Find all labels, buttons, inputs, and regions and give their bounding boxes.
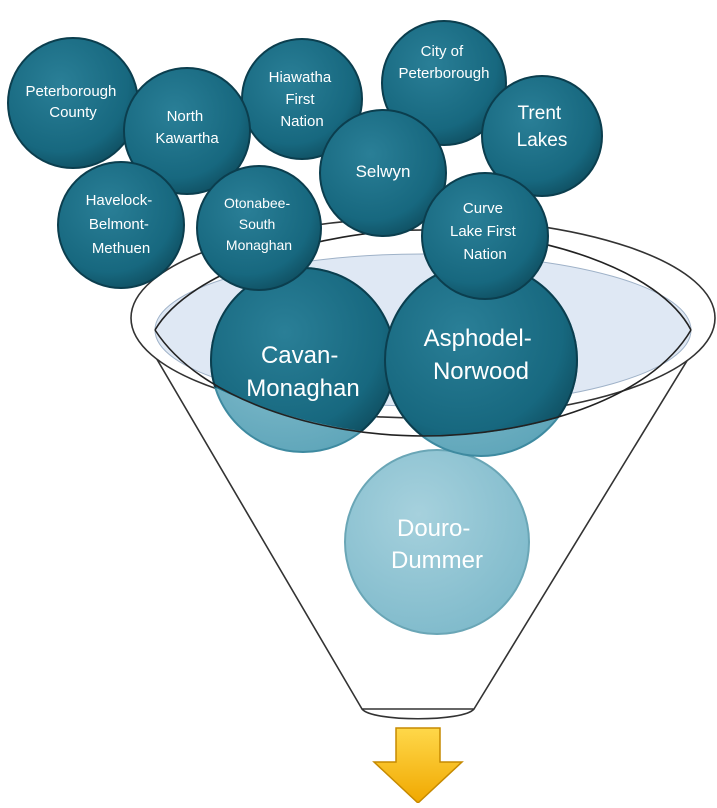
hiawatha-first-nation-circle: Hiawatha First Nation bbox=[241, 38, 363, 160]
svg-text:Selwyn: Selwyn bbox=[356, 162, 411, 181]
svg-text:Havelock- Belmont-: Havelock- Belmont- Methuen bbox=[86, 192, 157, 257]
svg-text:City of Peterborough: City of Peterborough bbox=[399, 43, 490, 82]
funnel-spout bbox=[361, 708, 475, 720]
svg-text:Trent Lakes: Trent Lakes bbox=[517, 103, 568, 151]
douro-dummer-line-2: Dummer bbox=[391, 547, 483, 574]
svg-text:Peterborough County: Peterborough County bbox=[25, 83, 120, 121]
down-arrow-icon bbox=[372, 727, 464, 805]
curve-lake-first-nation-circle: Curve Lake First Nation bbox=[421, 172, 549, 300]
cavan-monaghan-label: Cavan- Monaghan bbox=[246, 342, 359, 402]
douro-dummer-circle: Douro- Dummer bbox=[344, 449, 530, 635]
otonabee-south-monaghan-circle: Otonabee- South Monaghan bbox=[196, 165, 322, 291]
douro-dummer-line-1: Douro- bbox=[397, 515, 470, 542]
funnel-rim-front bbox=[154, 329, 692, 437]
havelock-belmont-methuen-circle: Havelock- Belmont- Methuen bbox=[57, 161, 185, 289]
city-of-peterborough-circle: City of Peterborough bbox=[381, 20, 507, 146]
asphodel-norwood-label: Asphodel- Norwood bbox=[424, 325, 539, 385]
trent-lakes-circle: Trent Lakes bbox=[481, 75, 603, 197]
svg-text:Curve Lake First N: Curve Lake First Nation bbox=[450, 200, 520, 263]
svg-text:Otonabee- South Mo: Otonabee- South Monaghan bbox=[224, 195, 294, 253]
selwyn-circle: Selwyn bbox=[319, 109, 447, 237]
svg-text:Douro- Dummer: Douro- Dummer bbox=[391, 515, 483, 574]
svg-text:North Kawartha: North Kawartha bbox=[155, 108, 219, 147]
peterborough-county-circle: Peterborough County bbox=[7, 37, 139, 169]
north-kawartha-circle: North Kawartha bbox=[123, 67, 251, 195]
svg-text:Hiawatha First Nat: Hiawatha First Nation bbox=[269, 69, 336, 130]
